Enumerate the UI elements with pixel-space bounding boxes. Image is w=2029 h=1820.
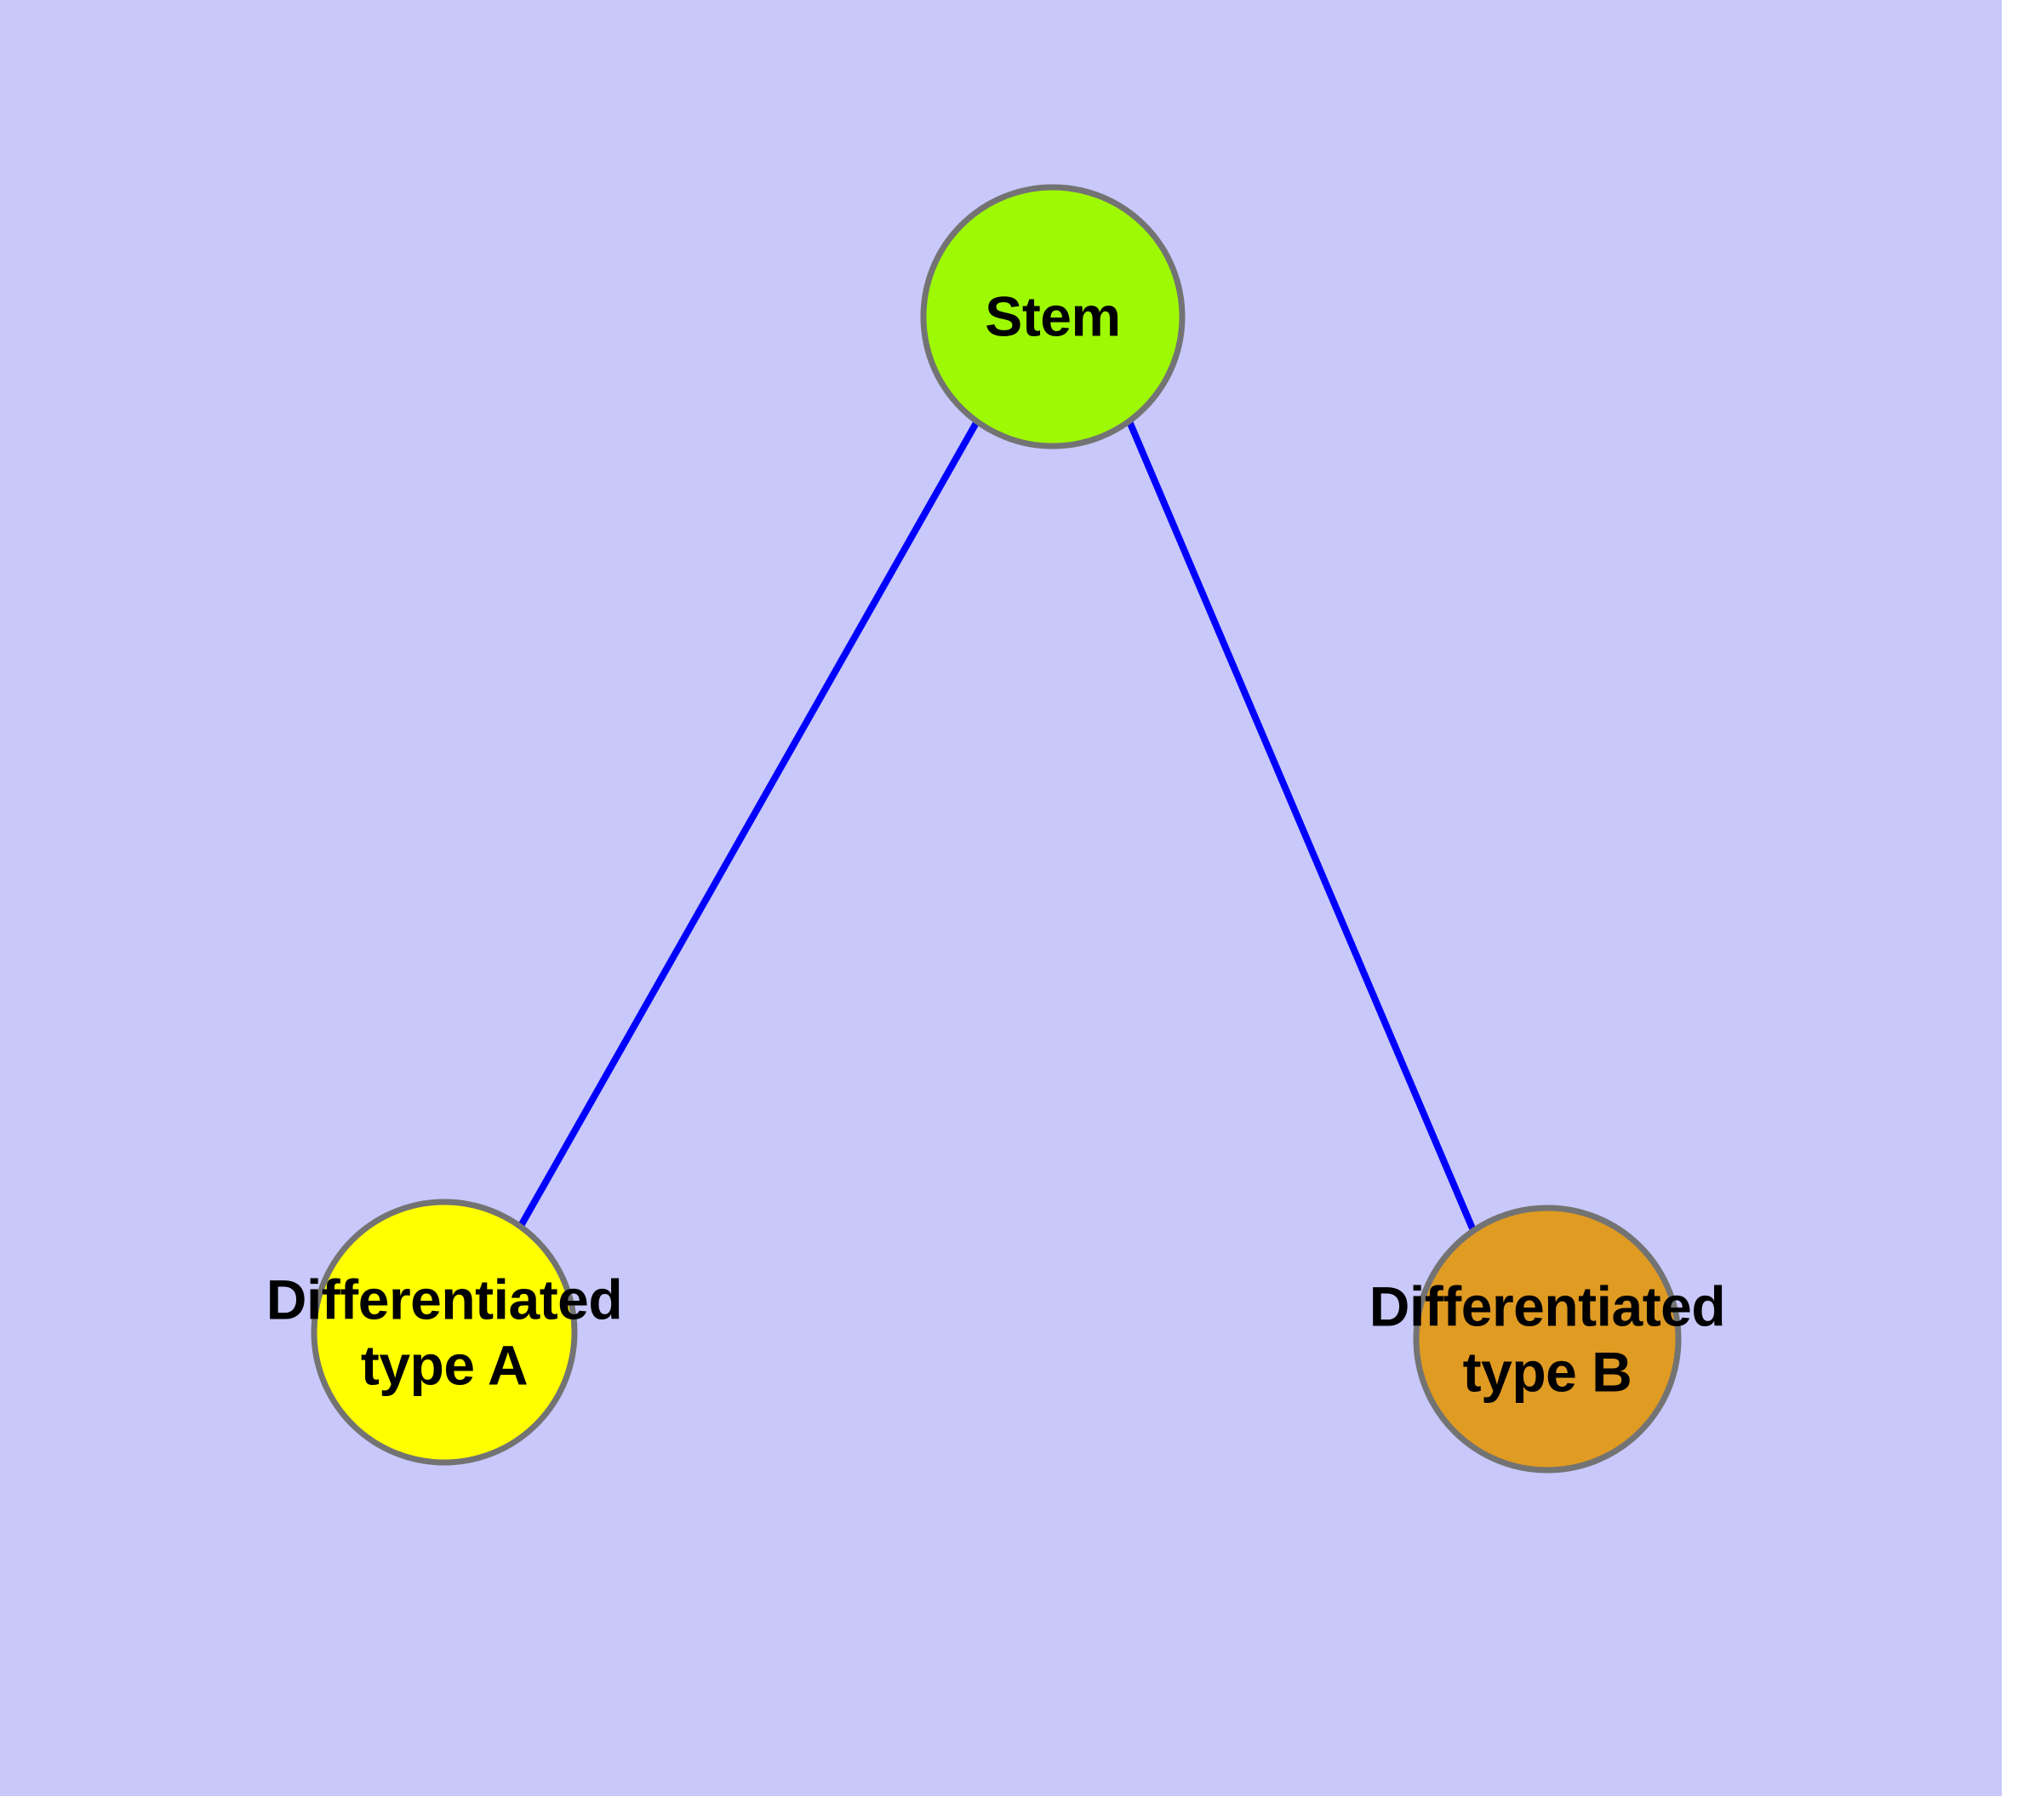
node-circle-stem[interactable] (920, 184, 1186, 449)
node-group (311, 184, 1682, 1474)
node-circle-differentiated-type-b[interactable] (1413, 1205, 1682, 1474)
edge-stem-to-differentiated-type-b (1126, 420, 1476, 1230)
edge-group (517, 420, 1476, 1230)
edge-stem-to-differentiated-type-a (517, 420, 980, 1228)
node-circle-differentiated-type-a[interactable] (311, 1199, 578, 1466)
